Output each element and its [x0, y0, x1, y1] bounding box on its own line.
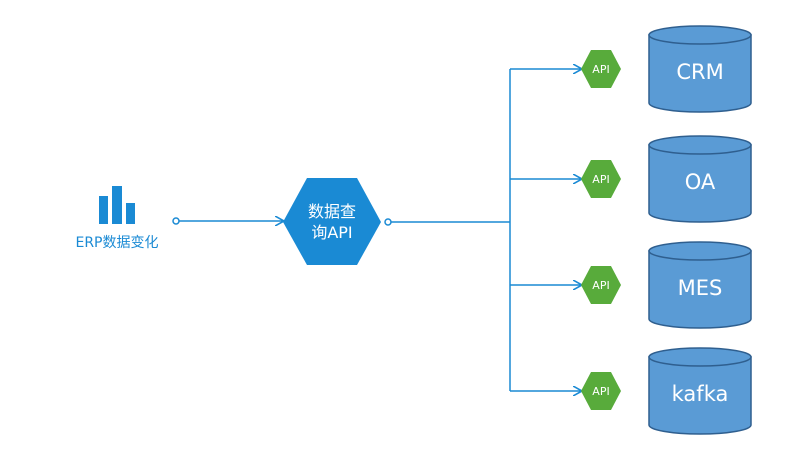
database-label: MES	[678, 276, 723, 300]
connector-source-to-hub	[172, 217, 283, 225]
api-hexagon	[581, 266, 621, 304]
connector-start-dot	[172, 217, 180, 225]
erp-source-label: ERP数据变化	[75, 235, 158, 251]
hub-label-line2: 询API	[311, 223, 352, 242]
database-label: CRM	[676, 60, 723, 84]
cylinder-body	[648, 356, 752, 435]
database-cylinder: kafka	[648, 347, 752, 435]
cylinder-top	[648, 25, 752, 45]
api-label: API	[592, 173, 609, 186]
target-crm: API CRM	[510, 25, 752, 113]
connector-start-dot	[384, 218, 392, 226]
api-label: API	[592, 385, 609, 398]
cylinder-top	[648, 135, 752, 155]
cylinder-body	[648, 250, 752, 329]
database-cylinder: CRM	[648, 25, 752, 113]
database-cylinder: MES	[648, 241, 752, 329]
api-hexagon	[581, 50, 621, 88]
cylinder-top	[648, 241, 752, 261]
target-mes: API MES	[510, 241, 752, 329]
api-label: API	[592, 63, 609, 76]
api-label: API	[592, 279, 609, 292]
cylinder-top	[648, 347, 752, 367]
target-oa: API OA	[510, 135, 752, 223]
connector-hub-to-bus	[384, 69, 511, 391]
database-label: OA	[685, 170, 716, 194]
api-hexagon	[581, 372, 621, 410]
cylinder-body	[648, 34, 752, 113]
data-query-api-node: 数据查 询API	[283, 178, 381, 265]
target-kafka: API kafka	[510, 347, 752, 435]
database-cylinder: OA	[648, 135, 752, 223]
erp-source: ERP数据变化	[75, 186, 159, 251]
api-hexagon	[581, 160, 621, 198]
hub-label-line1: 数据查	[308, 202, 356, 221]
hub-hexagon	[283, 178, 381, 265]
database-label: kafka	[672, 382, 729, 406]
cylinder-body	[648, 144, 752, 223]
target-systems: API CRM API OA API MES API kafka	[510, 25, 752, 435]
bar-chart-icon	[99, 186, 135, 224]
